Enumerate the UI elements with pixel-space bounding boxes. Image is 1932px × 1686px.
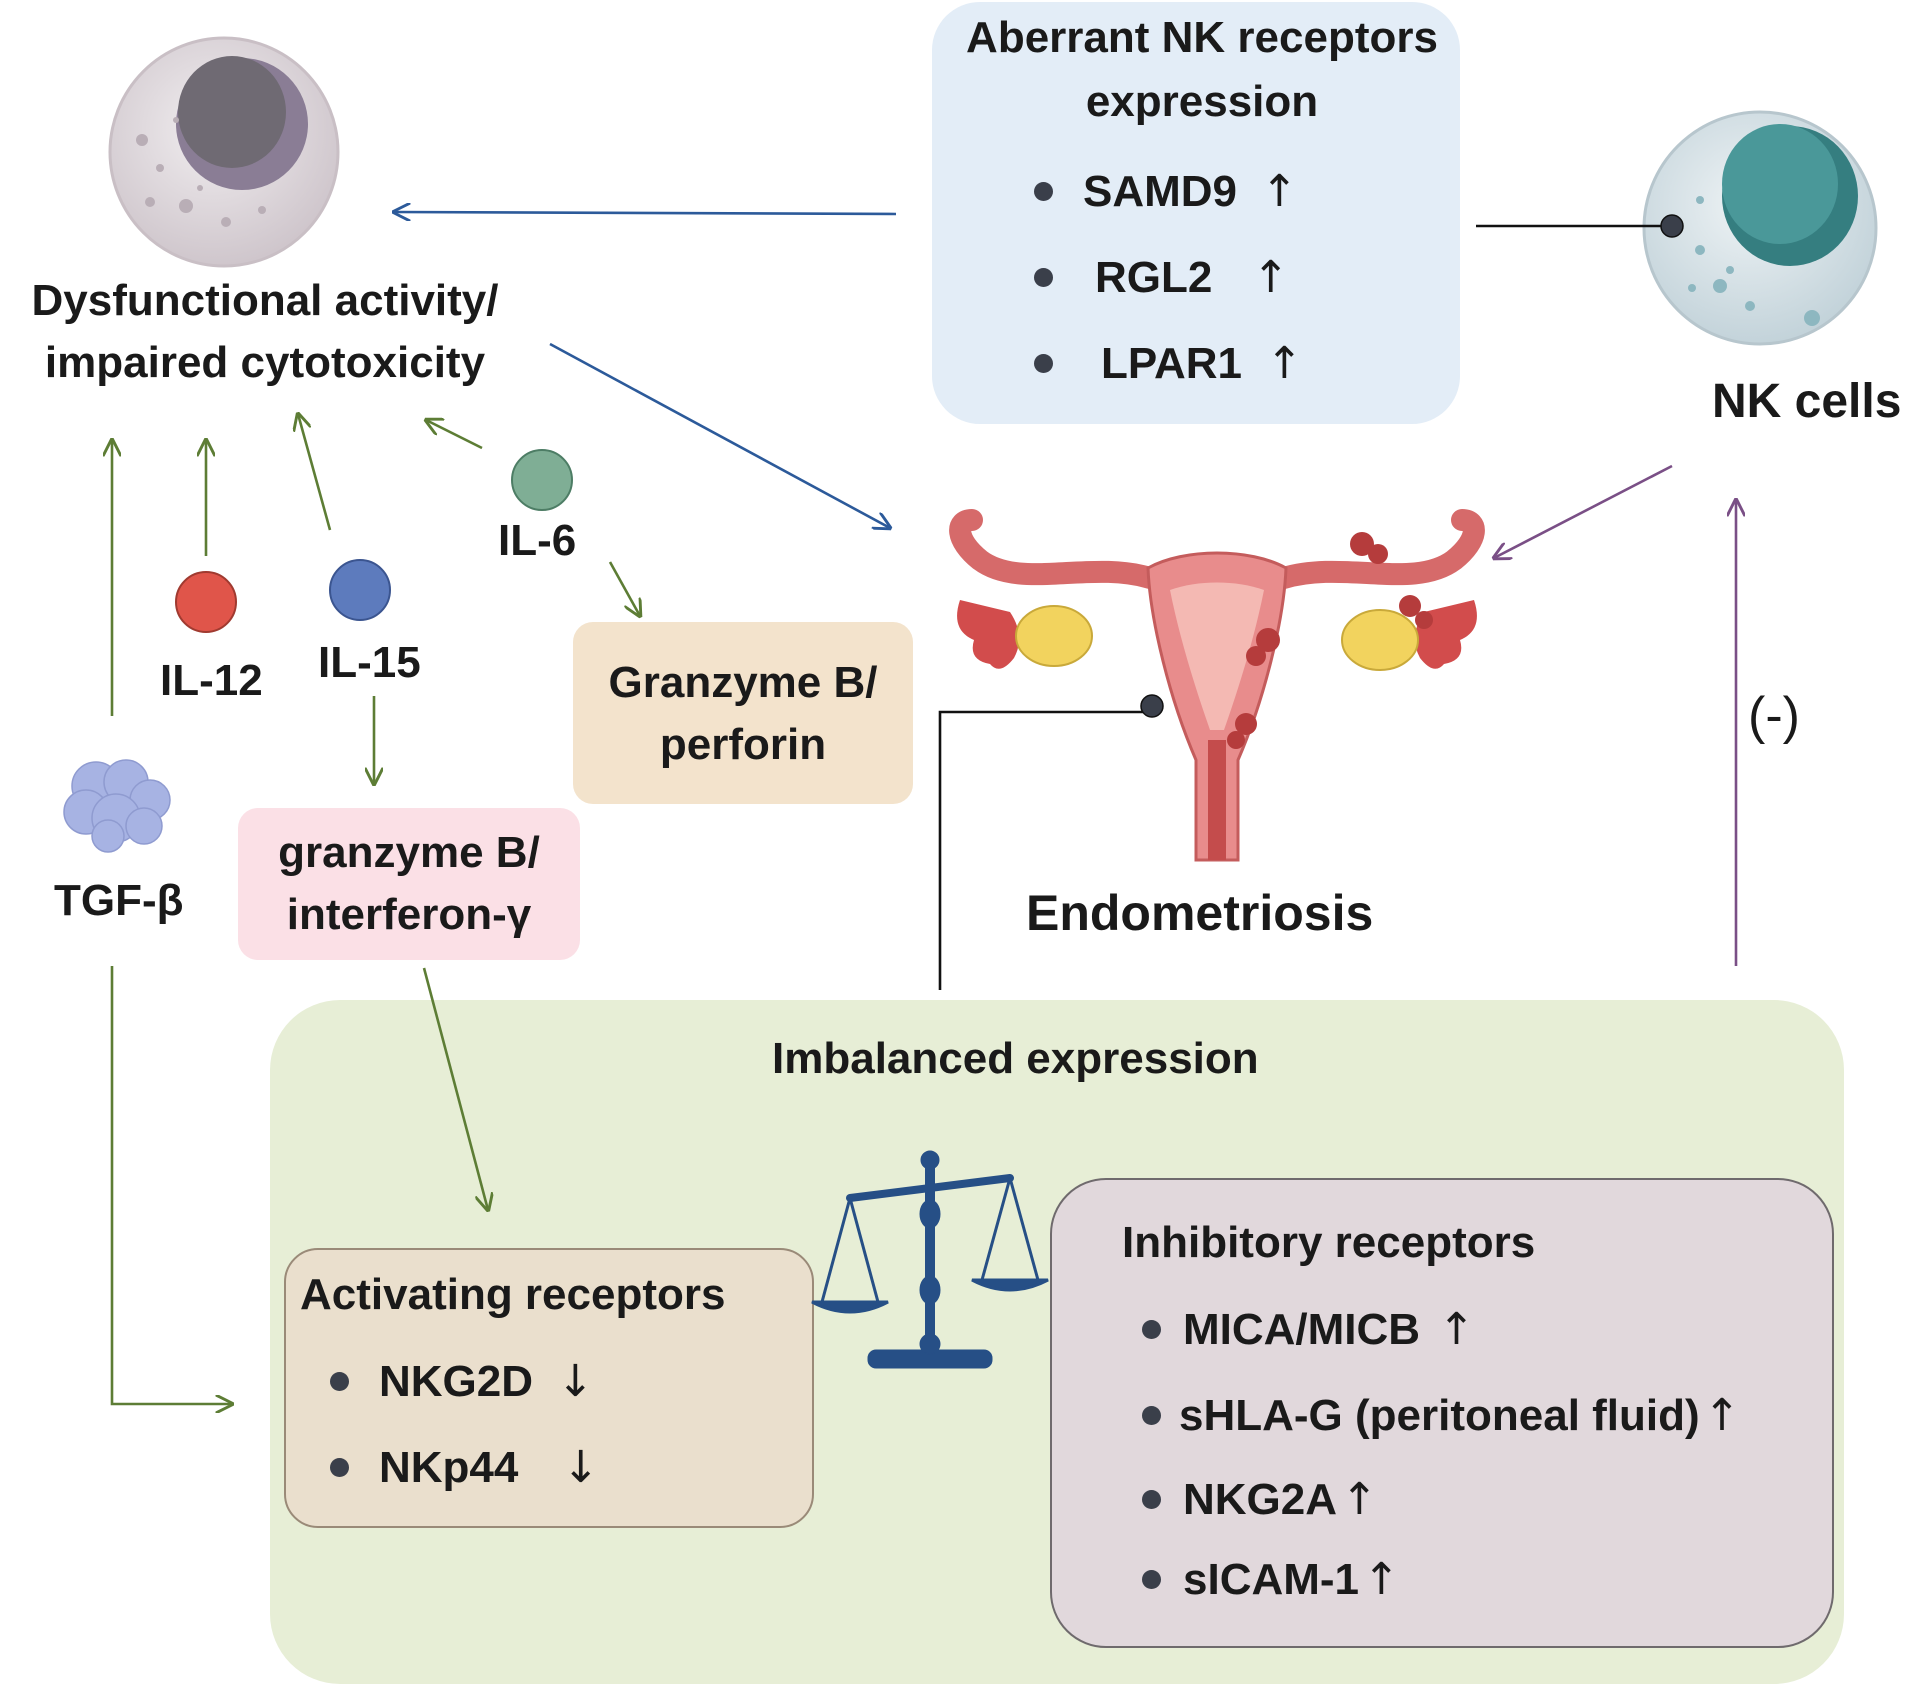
label-sicam-1: sICAM-1	[1183, 1554, 1360, 1604]
granzyme-perforin-box	[573, 622, 913, 804]
il12-icon	[175, 571, 237, 633]
list-item-sicam-1: sICAM-1↑	[1142, 1554, 1400, 1605]
arrow-il15-up	[298, 414, 332, 531]
label-nkg2a: NKG2A	[1183, 1474, 1338, 1524]
arrow-nk-to-dysfunction	[394, 212, 897, 214]
label-rgl2: RGL2	[1095, 252, 1213, 302]
up-arrow-icon: ↑	[1252, 252, 1290, 303]
up-arrow-icon: ↑	[1265, 338, 1303, 389]
dysfunctional-cell-icon	[108, 36, 340, 268]
label-shla-g: sHLA-G (peritoneal fluid)	[1179, 1390, 1700, 1440]
link-box-to-nk-cells-end	[1660, 214, 1684, 238]
tgfb-label: TGF-β	[54, 876, 184, 925]
negative-sign: (-)	[1748, 687, 1800, 745]
arrow-dysfunction-to-endometriosis	[549, 342, 890, 528]
granzyme-interferon-label: granzyme B/ interferon-γ	[278, 828, 540, 939]
label-samd9: SAMD9	[1083, 166, 1238, 216]
label-nkp44: NKp44	[379, 1442, 519, 1492]
up-arrow-icon: ↑	[1703, 1390, 1741, 1441]
il6-label: IL-6	[498, 516, 577, 565]
il6-icon	[511, 449, 573, 511]
arrow-tgfb-to-activating	[110, 966, 232, 1404]
list-item-lpar1: LPAR1 ↑	[1034, 338, 1303, 389]
label-nkg2d: NKG2D	[379, 1356, 534, 1406]
link-imbalance-to-endometriosis	[938, 710, 1144, 990]
granzyme-perforin-label: Granzyme B/ perforin	[608, 658, 878, 769]
inhibitory-receptors-title: Inhibitory receptors	[1122, 1218, 1536, 1267]
arrow-nk-to-endometriosis	[1494, 464, 1673, 558]
aberrant-nk-box	[932, 2, 1460, 424]
inhibitory-receptors-box	[1050, 1178, 1834, 1648]
up-arrow-icon: ↑	[1341, 1474, 1378, 1525]
nk-cell-icon	[1642, 110, 1878, 346]
arrow-il6-to-granzyme	[608, 561, 640, 616]
activating-receptors-title: Activating receptors	[300, 1270, 726, 1319]
balance-scale-icon	[811, 1150, 1049, 1369]
il15-icon	[329, 559, 391, 621]
up-arrow-icon: ↑	[1363, 1554, 1400, 1605]
tgfb-icon	[63, 759, 171, 853]
list-item-nkg2d: NKG2D ↓	[330, 1356, 594, 1407]
arrow-ifn-to-activating	[422, 967, 488, 1210]
endometriosis-label: Endometriosis	[1026, 885, 1374, 941]
list-item-mica-micb: MICA/MICB ↑	[1142, 1304, 1475, 1355]
up-arrow-icon: ↑	[1438, 1304, 1475, 1355]
down-arrow-icon: ↓	[557, 1356, 594, 1407]
imbalanced-expression-title: Imbalanced expression	[772, 1034, 1259, 1083]
list-item-nkp44: NKp44 ↓	[330, 1442, 599, 1493]
list-item-shla-g: sHLA-G (peritoneal fluid)↑	[1142, 1390, 1741, 1441]
il15-label: IL-15	[318, 638, 421, 687]
label-lpar1: LPAR1	[1101, 338, 1242, 388]
activating-receptors-box	[284, 1248, 814, 1528]
list-item-samd9: SAMD9 ↑	[1034, 166, 1298, 217]
arrow-il6-up	[426, 420, 483, 450]
dysfunction-label: Dysfunctional activity/ impaired cytotox…	[31, 276, 499, 387]
il12-label: IL-12	[160, 656, 263, 705]
down-arrow-icon: ↓	[562, 1442, 600, 1493]
up-arrow-icon: ↑	[1261, 166, 1298, 217]
nk-cells-label: NK cells	[1712, 375, 1902, 428]
label-mica-micb: MICA/MICB	[1183, 1304, 1421, 1354]
list-item-rgl2: RGL2 ↑	[1034, 252, 1289, 303]
granzyme-interferon-box	[238, 808, 580, 960]
list-item-nkg2a: NKG2A↑	[1142, 1474, 1378, 1525]
uterus-icon	[949, 509, 1485, 862]
aberrant-nk-title: Aberrant NK receptors expression	[966, 13, 1438, 126]
